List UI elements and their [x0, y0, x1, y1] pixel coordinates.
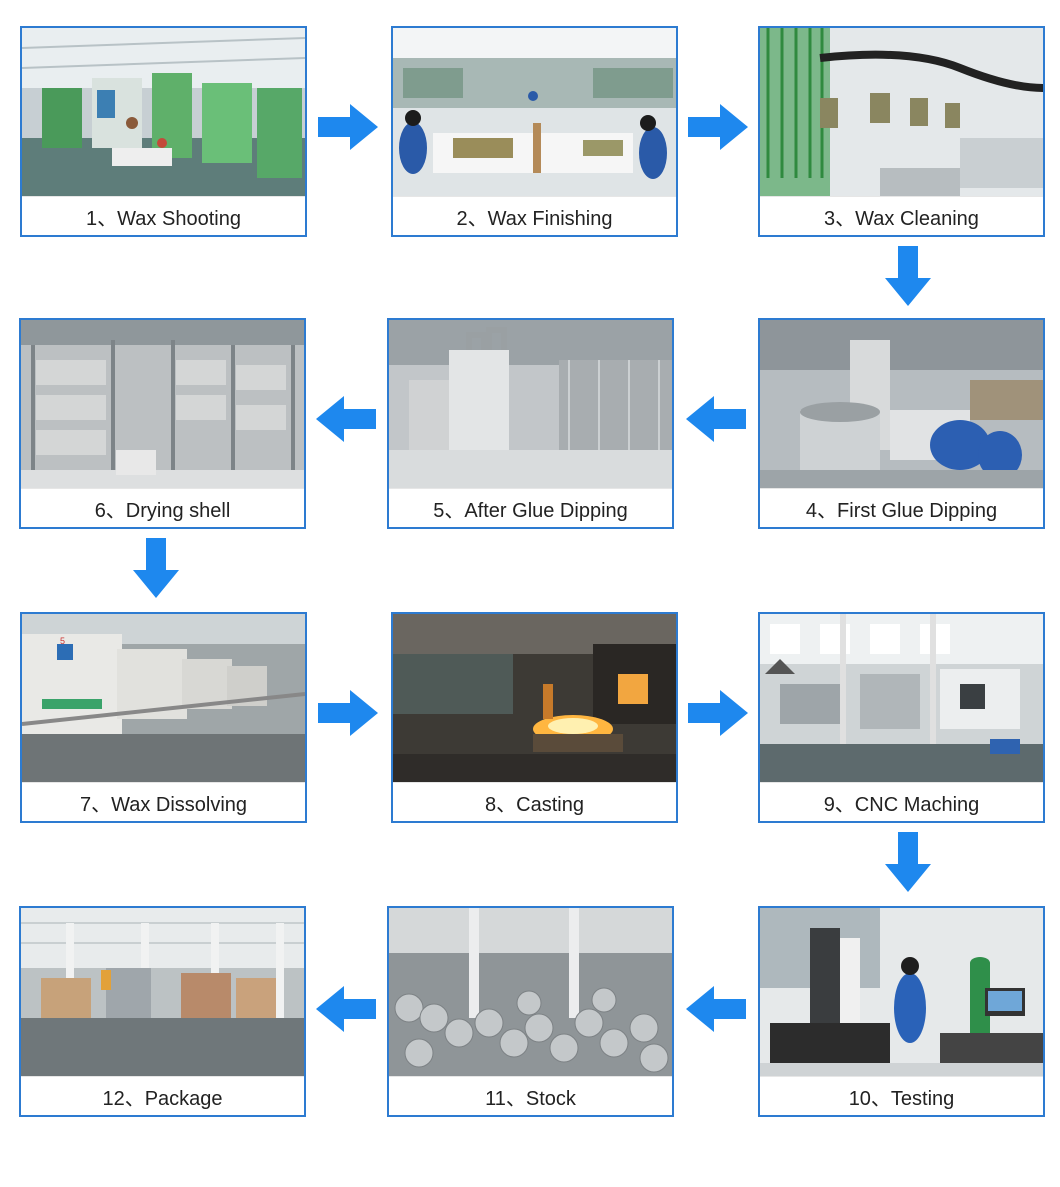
arrow-down-3	[885, 832, 931, 892]
step-caption-6: 6、Drying shell	[21, 488, 304, 527]
step-caption-5: 5、After Glue Dipping	[389, 488, 672, 527]
step-caption-9: 9、CNC Maching	[760, 782, 1043, 821]
step-caption-11: 11、Stock	[389, 1076, 672, 1115]
arrow-down-1	[885, 246, 931, 306]
step-caption-1: 1、Wax Shooting	[22, 196, 305, 235]
step-photo-12	[21, 908, 304, 1077]
arrow-right-1	[318, 104, 378, 150]
step-photo-4	[760, 320, 1043, 489]
step-photo-10	[760, 908, 1043, 1077]
step-caption-7: 7、Wax Dissolving	[22, 782, 305, 821]
arrow-left-4	[316, 986, 376, 1032]
step-photo-3	[760, 28, 1043, 197]
step-photo-11	[389, 908, 672, 1077]
step-caption-4: 4、First Glue Dipping	[760, 488, 1043, 527]
step-photo-8	[393, 614, 676, 783]
step-card-8: 8、Casting	[391, 612, 678, 823]
step-card-10: 10、Testing	[758, 906, 1045, 1117]
step-card-12: 12、Package	[19, 906, 306, 1117]
arrow-left-2	[316, 396, 376, 442]
step-card-7: 5 7、Wax Dissolving	[20, 612, 307, 823]
step-card-4: 4、First Glue Dipping	[758, 318, 1045, 529]
step-caption-2: 2、Wax Finishing	[393, 196, 676, 235]
step-card-11: 11、Stock	[387, 906, 674, 1117]
step-card-5: 5、After Glue Dipping	[387, 318, 674, 529]
step-caption-8: 8、Casting	[393, 782, 676, 821]
step-photo-7: 5	[22, 614, 305, 783]
step-card-2: 2、Wax Finishing	[391, 26, 678, 237]
arrow-right-3	[318, 690, 378, 736]
step-caption-10: 10、Testing	[760, 1076, 1043, 1115]
arrow-down-2	[133, 538, 179, 598]
step-photo-9	[760, 614, 1043, 783]
step-photo-2	[393, 28, 676, 197]
step-card-9: 9、CNC Maching	[758, 612, 1045, 823]
step-caption-12: 12、Package	[21, 1076, 304, 1115]
step-photo-1	[22, 28, 305, 197]
arrow-left-1	[686, 396, 746, 442]
arrow-right-4	[688, 690, 748, 736]
svg-text:5: 5	[60, 636, 65, 646]
step-card-6: 6、Drying shell	[19, 318, 306, 529]
step-photo-6	[21, 320, 304, 489]
step-card-1: 1、Wax Shooting	[20, 26, 307, 237]
step-caption-3: 3、Wax Cleaning	[760, 196, 1043, 235]
arrow-right-2	[688, 104, 748, 150]
step-card-3: 3、Wax Cleaning	[758, 26, 1045, 237]
arrow-left-3	[686, 986, 746, 1032]
step-photo-5	[389, 320, 672, 489]
